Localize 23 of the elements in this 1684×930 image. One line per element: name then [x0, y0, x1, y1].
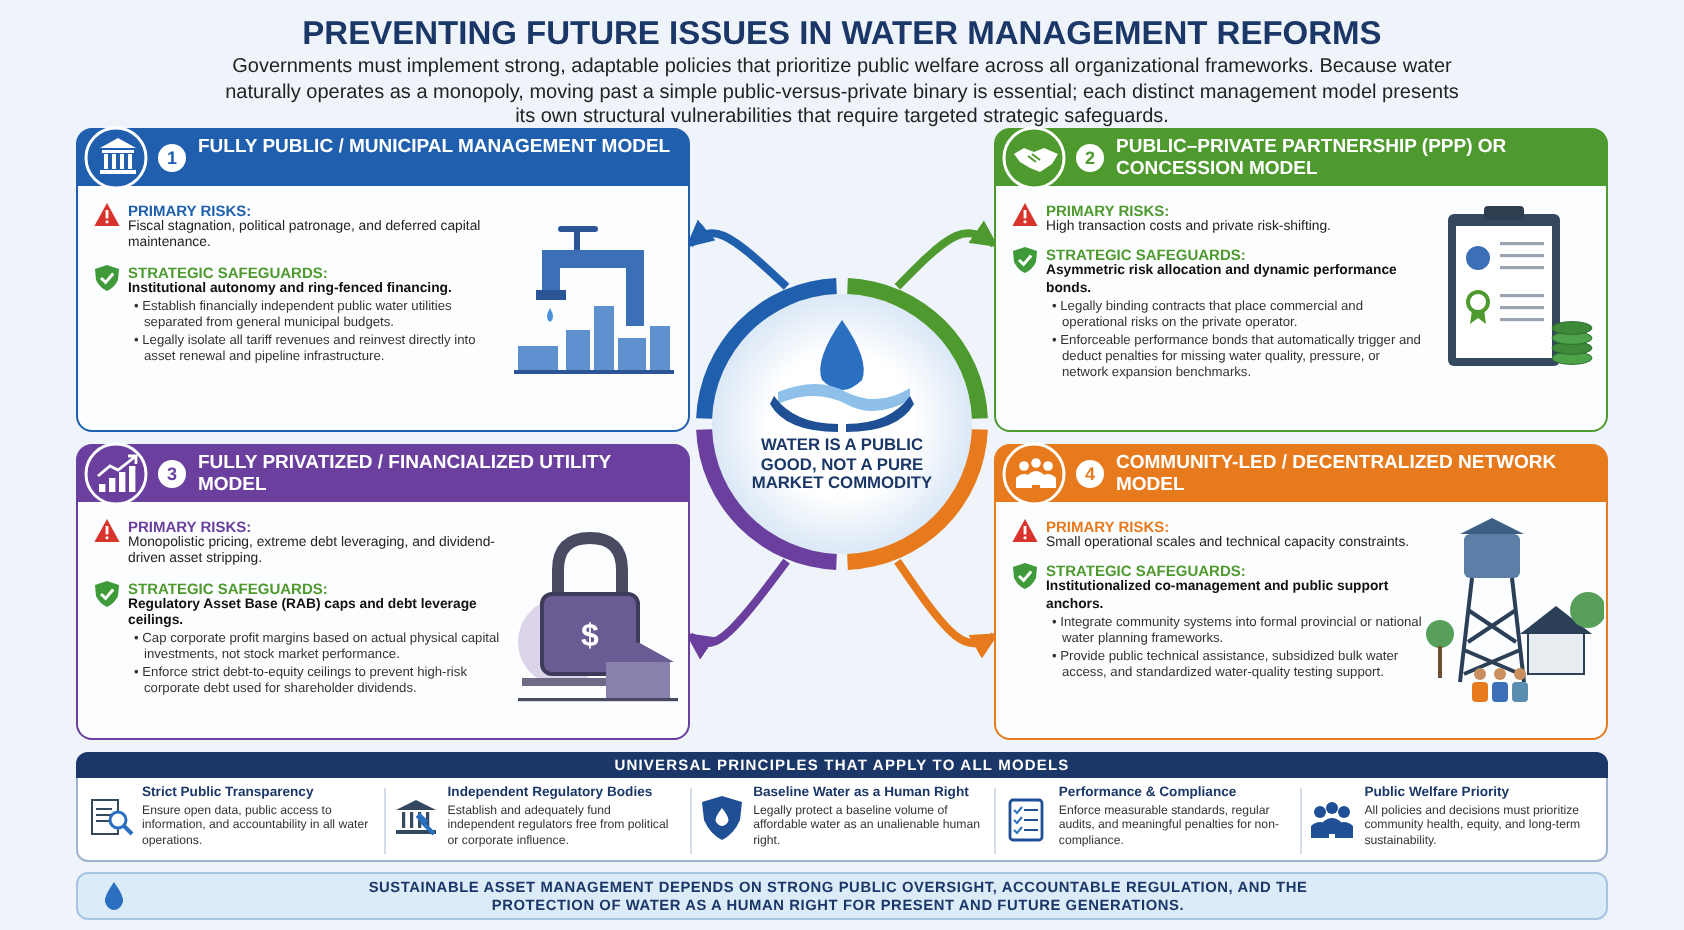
- model-panel: [994, 444, 1608, 740]
- dollar-sign: $: [579, 620, 601, 656]
- summary-banner: [76, 872, 1608, 920]
- center-statement: WATER IS A PUBLIC GOOD, NOT A PURE MARKET COMMODITY: [749, 436, 935, 494]
- step-number: 2: [1076, 144, 1104, 172]
- panel-title: PUBLIC–PRIVATE PARTNERSHIP (PPP) OR CONCESSION MODEL: [1116, 138, 1509, 180]
- title: PREVENTING FUTURE ISSUES IN WATER MANAGEMENT REFORMS: [300, 16, 1384, 54]
- panel-title: FULLY PUBLIC / MUNICIPAL MANAGEMENT MODEL: [198, 138, 673, 159]
- center-circle: [696, 278, 988, 570]
- step-number: 3: [158, 460, 186, 488]
- curved-arrow: [894, 558, 999, 659]
- model-panel: [76, 128, 690, 432]
- panel-title: FULLY PRIVATIZED / FINANCIALIZED UTILITY MODEL: [198, 454, 613, 496]
- step-number: 4: [1076, 460, 1104, 488]
- intro-text: Governments must implement strong, adaptable policies that prioritize public welfare across all organizational frameworks. Because water naturally operates as a monopoly, moving past a simple public-versus-private binary is essential; each distinct management model presents its own structural vulnerabilities that require targeted strategic safeguards.: [223, 56, 1461, 131]
- panel-title: COMMUNITY-LED / DECENTRALIZED NETWORK MODEL: [1116, 454, 1559, 496]
- model-panel: [76, 444, 690, 740]
- step-number: 1: [158, 144, 186, 172]
- curved-arrow: [894, 220, 999, 290]
- model-panel: [994, 128, 1608, 432]
- curved-arrow: [685, 219, 790, 290]
- curved-arrow: [685, 558, 790, 660]
- principles-panel: [76, 752, 1608, 862]
